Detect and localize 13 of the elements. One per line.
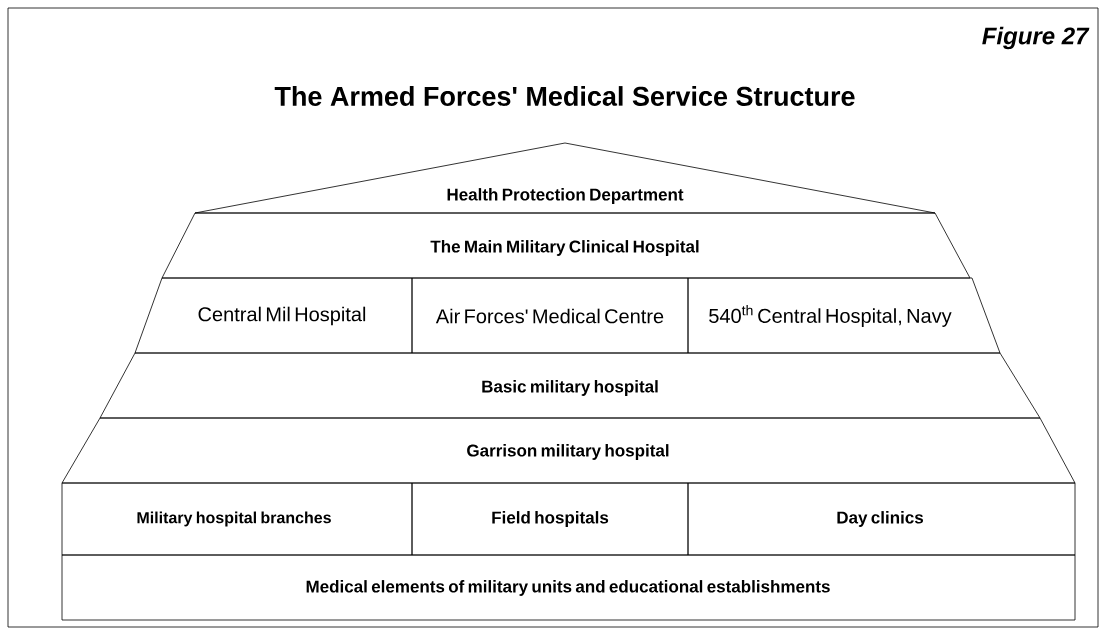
figure-number: Figure 27	[982, 26, 1090, 50]
pyramid-tier: 540$^{th}$ Central Hospital, Navy	[687, 277, 1001, 354]
pyramid-tier: Day clinics	[687, 482, 1076, 556]
pyramid-tier: Field hospitals	[411, 482, 689, 556]
pyramid-tier: Garrison military hospital	[61, 417, 1076, 484]
pyramid-tier: Central Mil Hospital	[134, 277, 413, 354]
title: The Armed Forces' Medical Service Structure	[274, 86, 855, 106]
pyramid-tier: Air Forces' Medical Centre	[411, 277, 689, 354]
pyramid-tier: Basic military hospital	[99, 352, 1041, 419]
pyramid-tier: Health Protection Department	[194, 142, 936, 214]
pyramid-tier: The Main Military Clinical Hospital	[161, 212, 971, 279]
pyramid-tier: Military hospital branches	[61, 482, 413, 556]
pyramid-tier: Medical elements of military units and educational establishments	[61, 554, 1076, 621]
